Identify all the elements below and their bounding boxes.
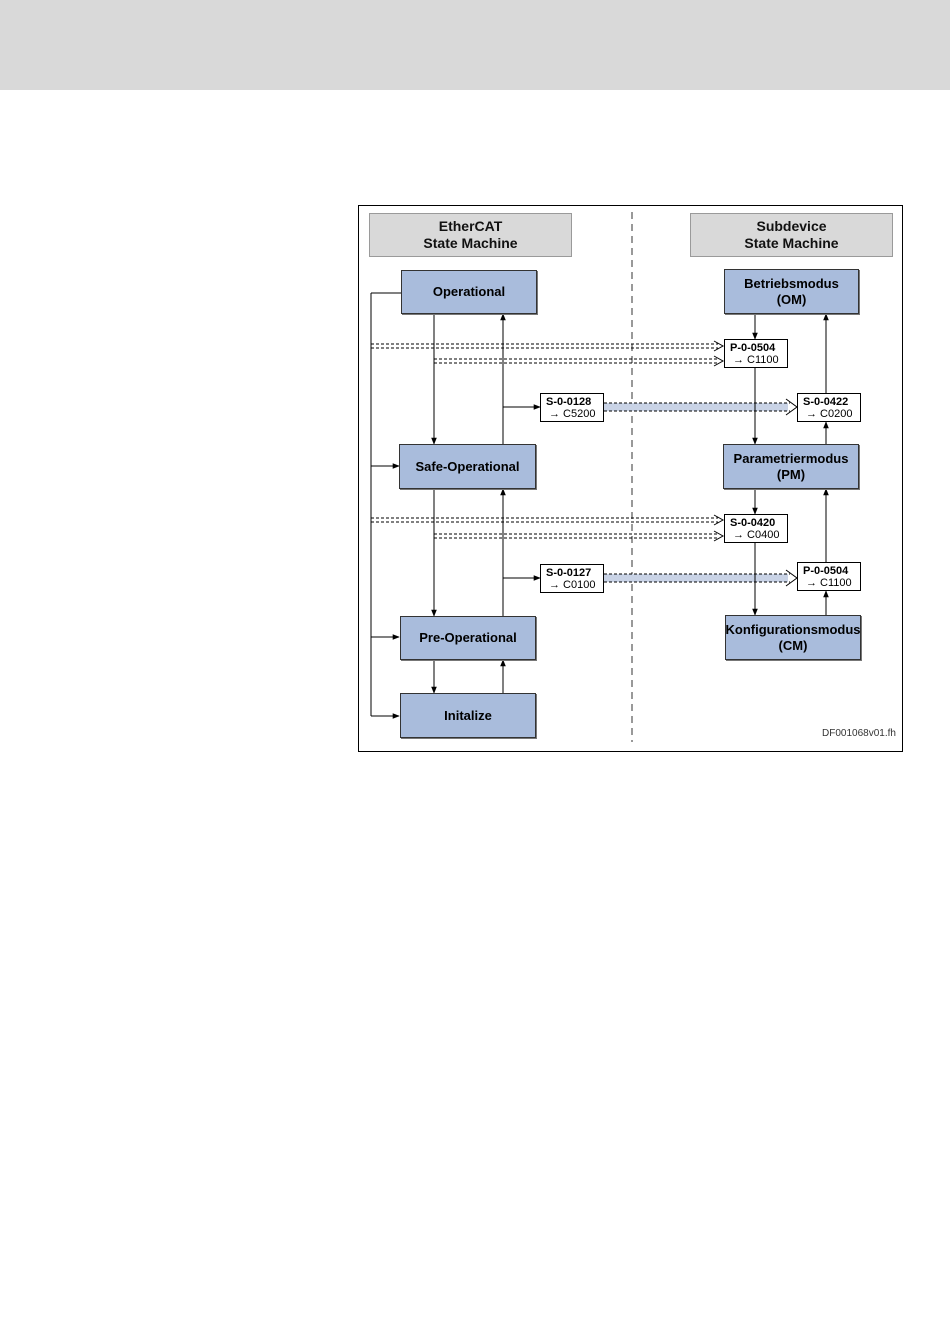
state-label: Safe-Operational <box>415 459 519 475</box>
subdevice-header-line2: State Machine <box>744 235 838 252</box>
param-target: → C0400 <box>730 529 787 541</box>
param-box-s-0-0127: S-0-0127 → C0100 <box>540 564 604 593</box>
param-box-p-0-0504-upper: P-0-0504 → C1100 <box>724 339 788 368</box>
state-konfigurationsmodus: Konfigurationsmodus (CM) <box>725 615 861 660</box>
param-box-s-0-0128: S-0-0128 → C5200 <box>540 393 604 422</box>
state-parametriermodus: Parametriermodus (PM) <box>723 444 859 489</box>
param-target: → C5200 <box>546 408 603 420</box>
param-id: S-0-0422 <box>803 396 860 408</box>
param-id: S-0-0127 <box>546 567 603 579</box>
state-safe-operational: Safe-Operational <box>399 444 536 489</box>
param-id: P-0-0504 <box>730 342 787 354</box>
ethercat-header-line2: State Machine <box>423 235 517 252</box>
state-initalize: Initalize <box>400 693 536 738</box>
state-label: Betriebsmodus <box>744 276 839 292</box>
ethercat-header-line1: EtherCAT <box>439 218 503 235</box>
state-betriebsmodus: Betriebsmodus (OM) <box>724 269 859 314</box>
state-abbr: (CM) <box>779 638 808 654</box>
state-label: Pre-Operational <box>419 630 517 646</box>
param-target: → C1100 <box>803 577 860 589</box>
subdevice-header: Subdevice State Machine <box>690 213 893 257</box>
param-target: → C1100 <box>730 354 787 366</box>
state-operational: Operational <box>401 270 537 314</box>
state-abbr: (OM) <box>777 292 807 308</box>
state-label: Operational <box>433 284 505 300</box>
param-target: → C0100 <box>546 579 603 591</box>
ethercat-header: EtherCAT State Machine <box>369 213 572 257</box>
param-box-s-0-0422: S-0-0422 → C0200 <box>797 393 861 422</box>
state-abbr: (PM) <box>777 467 805 483</box>
state-label: Parametriermodus <box>734 451 849 467</box>
state-label: Konfigurationsmodus <box>725 622 860 638</box>
subdevice-header-line1: Subdevice <box>756 218 826 235</box>
param-target: → C0200 <box>803 408 860 420</box>
param-box-s-0-0420: S-0-0420 → C0400 <box>724 514 788 543</box>
param-box-p-0-0504-lower: P-0-0504 → C1100 <box>797 562 861 591</box>
figure-file-id: DF001068v01.fh <box>822 728 896 739</box>
param-id: S-0-0420 <box>730 517 787 529</box>
param-id: S-0-0128 <box>546 396 603 408</box>
param-id: P-0-0504 <box>803 565 860 577</box>
state-pre-operational: Pre-Operational <box>400 616 536 660</box>
state-label: Initalize <box>444 708 492 724</box>
